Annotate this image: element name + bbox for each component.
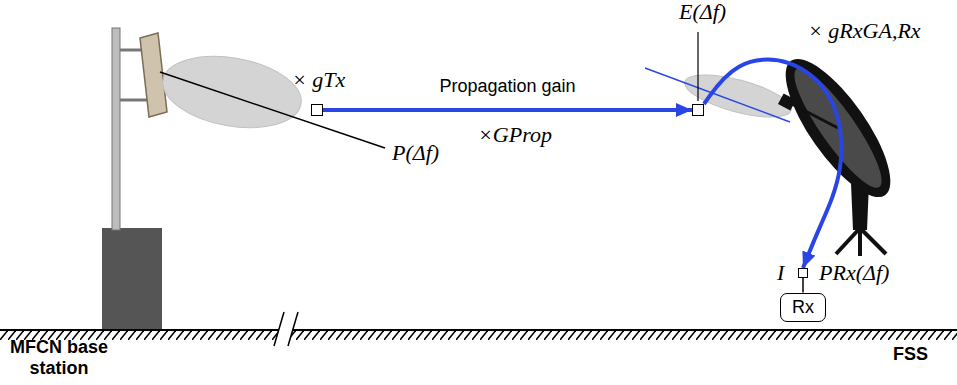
panel-antenna xyxy=(140,33,167,117)
break-mark xyxy=(274,312,284,346)
edge-label: Propagation gain xyxy=(439,76,575,97)
mount-bracket xyxy=(120,99,150,102)
ground-hatching xyxy=(0,330,957,340)
tripod-leg xyxy=(836,228,860,254)
equipment-cabinet xyxy=(102,228,162,330)
station-label: MFCN base station xyxy=(6,337,112,378)
gain-symbol: × gRxGA,Rx xyxy=(808,18,921,43)
dish-axis xyxy=(645,68,790,122)
receiver-label: Rx xyxy=(792,297,814,318)
power-symbol: PRx(Δf) xyxy=(819,260,889,285)
station-label: FSS xyxy=(893,344,928,365)
reference-point: E(Δf) xyxy=(692,104,704,116)
antenna-beam xyxy=(157,46,307,137)
connector-arrow xyxy=(802,278,804,293)
feed-strut xyxy=(792,104,838,128)
feed-horn xyxy=(778,93,796,110)
connector-arrow xyxy=(704,60,841,268)
connector-arrow xyxy=(323,108,692,112)
interference-symbol: I xyxy=(777,260,784,285)
break-mark xyxy=(288,312,298,346)
reference-point: IPRx(Δf) xyxy=(798,268,808,278)
gain-symbol: × gTx xyxy=(292,67,345,92)
propagation-symbol: ×GProp xyxy=(478,122,552,147)
antenna-mast xyxy=(112,28,120,230)
power-symbol: P(Δf) xyxy=(392,140,439,165)
ground-line xyxy=(0,329,957,331)
tripod-leg xyxy=(860,228,886,254)
leader-line xyxy=(697,32,698,101)
break-gap xyxy=(274,312,298,346)
reference-point: × gTx xyxy=(311,104,323,116)
tripod-leg xyxy=(858,228,862,256)
field-strength-symbol: E(Δf) xyxy=(679,0,726,24)
receiver-box: Rx xyxy=(780,293,826,322)
